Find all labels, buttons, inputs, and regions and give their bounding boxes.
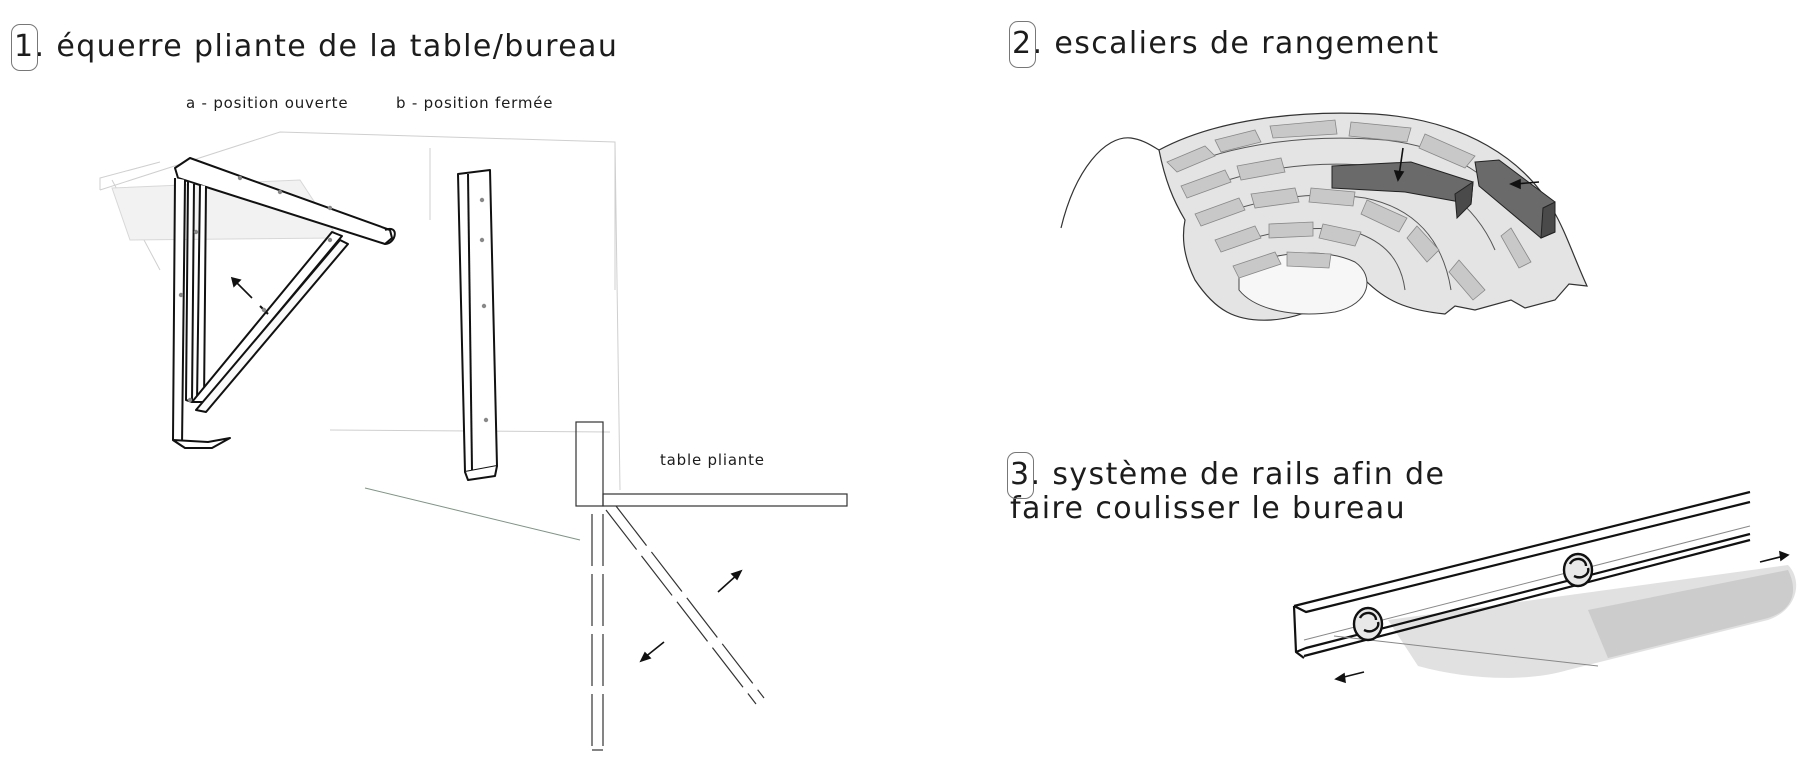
pulled-drawer-left <box>1331 161 1474 220</box>
folding-table-schematic <box>575 421 848 751</box>
arrow-left-icon <box>1509 178 1540 190</box>
section1-number: 1 <box>11 24 37 71</box>
section1-title-text: . équerre pliante de la table/bureau <box>34 29 619 64</box>
section3-title-line2: faire coulisser le bureau <box>1010 491 1406 526</box>
rail-carriage-left <box>1352 606 1384 642</box>
section2-number: 2 <box>1009 21 1035 68</box>
arrow-up-left-icon <box>230 276 253 299</box>
section2-title: 2. escaliers de rangement <box>1009 21 1440 68</box>
label-folding-table: table pliante <box>660 451 765 469</box>
section2-title-text: . escaliers de rangement <box>1032 26 1440 61</box>
rivet-dots <box>178 175 333 403</box>
section3-title: 3. système de rails afin de faire coulis… <box>1007 452 1446 526</box>
section1-title: 1. équerre pliante de la table/bureau <box>11 24 619 71</box>
arrow-up-right-icon <box>717 569 743 593</box>
rail-carriage-right <box>1562 552 1594 588</box>
section3-title-line1: . système de rails afin de <box>1030 457 1446 492</box>
label-position-open: a - position ouverte <box>186 94 349 112</box>
arrow-left-icon-rail <box>1334 671 1365 684</box>
arrow-down-icon <box>1393 147 1405 182</box>
sliding-rail-illustration <box>1292 490 1797 684</box>
folding-bracket-illustration <box>99 131 621 541</box>
arrow-right-icon <box>1759 550 1790 563</box>
closed-bracket <box>457 169 498 481</box>
arrow-down-left-icon <box>639 641 665 663</box>
section3-number: 3 <box>1007 452 1033 499</box>
storage-stairs-illustration <box>1060 112 1588 321</box>
label-position-closed: b - position fermée <box>396 94 554 112</box>
open-bracket <box>172 157 396 449</box>
pulled-drawer-right <box>1474 159 1556 239</box>
